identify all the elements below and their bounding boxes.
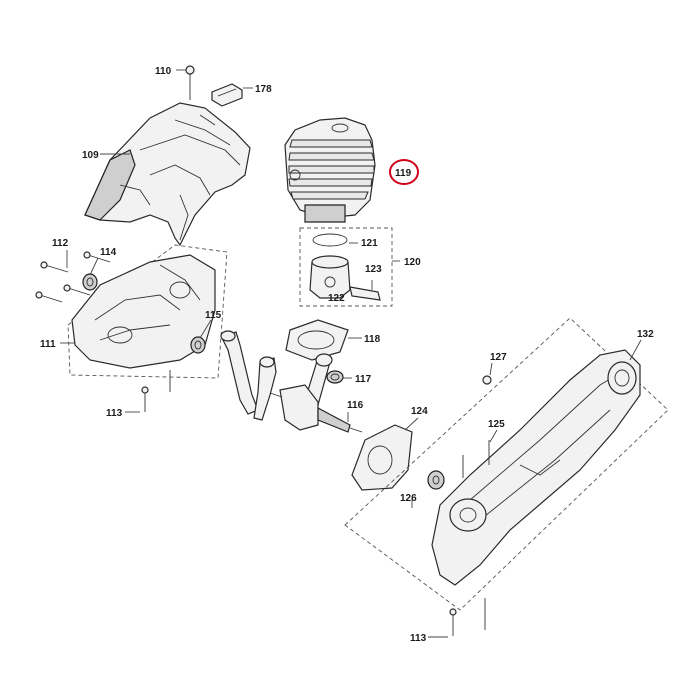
part-125-pins — [462, 440, 490, 478]
part-labels: 110 178 109 119 121 120 123 122 112 114 … — [40, 66, 654, 644]
group-120-outline — [299, 227, 393, 307]
label-115: 115 — [205, 310, 222, 321]
part-117-bearing — [326, 370, 344, 384]
label-120: 120 — [404, 257, 421, 268]
part-126-bearing — [427, 470, 445, 490]
label-124: 124 — [411, 406, 428, 417]
part-118-gasket — [285, 319, 349, 361]
part-116-crankshaft — [269, 353, 363, 433]
label-114: 114 — [100, 247, 117, 258]
part-114-seal — [82, 273, 98, 291]
part-123-pin — [349, 286, 381, 301]
part-115-seal — [190, 336, 206, 354]
label-178: 178 — [255, 84, 272, 95]
label-121: 121 — [361, 238, 378, 249]
label-125: 125 — [488, 419, 505, 430]
part-111-crankcase — [71, 254, 216, 369]
label-110: 110 — [155, 66, 172, 77]
label-117: 117 — [355, 374, 372, 385]
part-124-gasket — [351, 424, 413, 491]
label-122: 122 — [328, 293, 345, 304]
label-127: 127 — [490, 352, 507, 363]
part-122-piston — [309, 255, 351, 299]
label-118: 118 — [364, 334, 381, 345]
part-bracket-pieces — [220, 330, 277, 421]
part-110-screw — [185, 65, 195, 100]
label-112: 112 — [52, 238, 69, 249]
group-132-outline — [344, 317, 669, 611]
label-123: 123 — [365, 264, 382, 275]
part-109-cover — [84, 102, 251, 247]
part-121-ring — [312, 233, 348, 247]
highlight-ring-119 — [389, 159, 419, 185]
label-109: 109 — [82, 150, 99, 161]
label-113-bottom: 113 — [410, 633, 427, 644]
part-119-cylinder — [284, 117, 376, 223]
label-111: 111 — [40, 339, 56, 350]
label-113-left: 113 — [106, 408, 123, 419]
part-112-screws — [35, 251, 111, 303]
leader-lines — [60, 69, 642, 638]
label-132: 132 — [637, 329, 654, 340]
part-178-clip — [211, 83, 243, 107]
label-119: 119 — [395, 168, 412, 179]
label-126: 126 — [400, 493, 417, 504]
label-116: 116 — [347, 400, 364, 411]
part-113-screw-left — [141, 370, 171, 412]
part-113-screw-bottom — [449, 598, 486, 636]
part-127-screw — [482, 375, 492, 385]
part-132-clutch-cover — [431, 349, 641, 586]
